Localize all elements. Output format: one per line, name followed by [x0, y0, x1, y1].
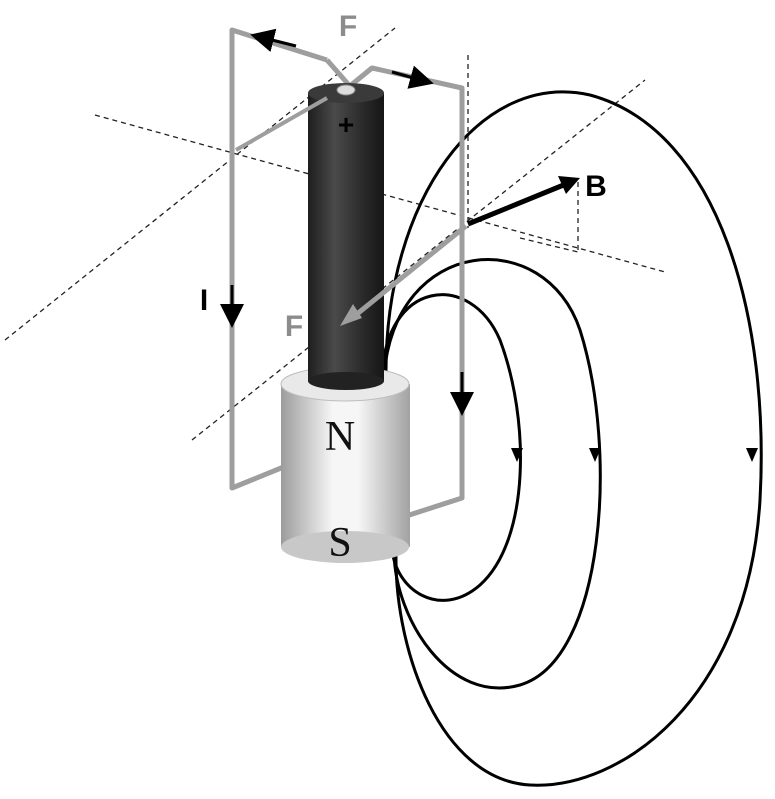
- field-vector-arrowhead: [558, 176, 580, 194]
- wire-left: [229, 27, 328, 491]
- guide-line-b-base: [519, 237, 579, 253]
- force-label-bottom: F: [285, 310, 303, 343]
- guide-lines: [4, 27, 666, 441]
- field-arrow-inner: [511, 448, 523, 462]
- top-left-force-arrow: [250, 28, 297, 53]
- field-arrowheads: [511, 448, 758, 462]
- field-label: B: [585, 170, 607, 203]
- pole-south-label: S: [328, 520, 351, 566]
- battery-body: [308, 93, 384, 381]
- magnet: N S: [280, 366, 410, 566]
- battery-terminal: [336, 84, 356, 96]
- top-force-shaft: [235, 96, 328, 152]
- battery: +: [308, 83, 384, 390]
- battery-bottom: [308, 372, 384, 390]
- field-arrow-outer: [746, 448, 758, 462]
- field-line-inner: [380, 293, 522, 602]
- lower-force-arrow: [350, 224, 468, 320]
- field-arrow-middle: [589, 448, 601, 462]
- force-label-top: F: [339, 10, 357, 43]
- magnet-body: [281, 384, 410, 547]
- guide-line-diagonal-upper: [4, 27, 396, 341]
- field-lines: [380, 90, 763, 787]
- top-force-arrows: [250, 28, 434, 89]
- lower-force-arrowhead: [340, 304, 362, 326]
- battery-plus-label: +: [338, 109, 354, 140]
- guide-line-diagonal-lower: [191, 79, 646, 441]
- current-label: I: [200, 284, 208, 317]
- field-vector-arrow: [467, 181, 567, 227]
- pole-north-label: N: [325, 414, 355, 460]
- current-arrows: [220, 285, 474, 416]
- field-line-outer: [384, 90, 763, 787]
- top-right-force-arrow: [391, 65, 434, 89]
- magnet-bottom: [281, 531, 409, 563]
